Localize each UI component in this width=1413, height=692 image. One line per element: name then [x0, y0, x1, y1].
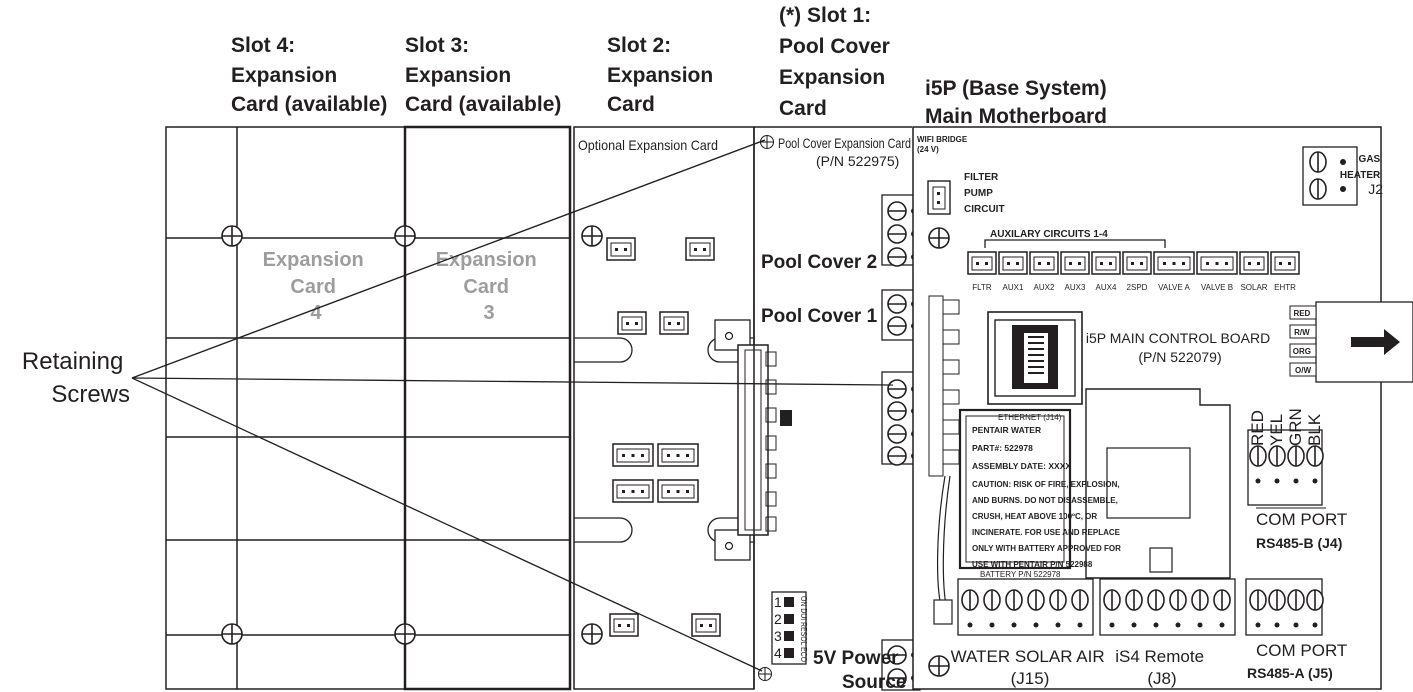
ethernet-label: ETHERNET (J14) — [998, 413, 1062, 422]
wire-yel-label: YEL — [1267, 414, 1286, 446]
aux-connector-label: AUX2 — [1034, 283, 1055, 292]
com-port-a-label: COM PORT RS485-A (J5) — [1247, 641, 1352, 681]
slot4-header: Slot 4: Expansion Card (available) — [231, 34, 387, 116]
retaining-screw-icon — [759, 134, 775, 150]
base-system-header: i5P (Base System) Main Motherboard — [925, 77, 1113, 128]
aux-connector: EHTR — [1270, 251, 1300, 292]
connector-icon — [1091, 251, 1121, 275]
battery-warning-label: PENTAIR WATER PART#: 522978 ASSEMBLY DAT… — [972, 425, 1123, 569]
wire-color-labels: RED R/W ORG O/W — [1293, 309, 1313, 375]
optional-card-label: Optional Expansion Card — [578, 137, 718, 153]
connector-icon — [967, 251, 997, 275]
slots-4-3-panel — [165, 125, 572, 691]
retaining-screw-icon — [581, 623, 603, 645]
dip-switch-side-label: ON DUI RESOL ECO — [799, 596, 808, 662]
aux-connector-label: SOLAR — [1240, 283, 1267, 292]
pool-cover-2-label: Pool Cover 2 — [761, 252, 877, 273]
slot2-optional-card — [573, 126, 792, 690]
connector-icon — [1153, 251, 1195, 275]
connector-icon — [685, 237, 715, 261]
water-solar-air-label: WATER SOLAR AIR (J15) — [951, 647, 1110, 688]
connector-icon — [998, 251, 1028, 275]
slot1-header: (*) Slot 1: Pool Cover Expansion Card — [779, 4, 896, 120]
wifi-bridge-label: WIFI BRIDGE (24 V) — [917, 135, 969, 154]
connector-icon — [617, 311, 647, 335]
aux-circuits-title: AUXILARY CIRCUITS 1-4 — [990, 229, 1108, 240]
wire-blk-label: BLK — [1305, 413, 1324, 446]
aux-connector: VALVE A — [1153, 251, 1195, 292]
aux-connector-label: AUX4 — [1096, 283, 1117, 292]
power-source-label: 5V Power Source — [813, 648, 906, 692]
connector-icon — [1060, 251, 1090, 275]
slot2-header: Slot 2: Expansion Card — [607, 34, 719, 116]
wire-grn-label: GRN — [1286, 408, 1305, 446]
connector-icon — [1196, 251, 1238, 275]
aux-connector-row: FLTR AUX1 AUX2 AUX3 AUX4 2SPD VALVE A VALVE B SO… — [967, 251, 1300, 292]
main-motherboard — [912, 126, 1413, 690]
aux-connector-label: FLTR — [972, 283, 992, 292]
connector-icon — [659, 311, 689, 335]
dip-switch — [771, 591, 807, 665]
aux-connector: AUX4 — [1091, 251, 1121, 292]
retaining-screws-callout-lines — [131, 139, 894, 672]
aux-connector: VALVE B — [1196, 251, 1238, 292]
arrow-right-icon — [1351, 329, 1400, 355]
retaining-screw-icon — [757, 666, 773, 682]
connector-icon — [1029, 251, 1059, 275]
connector-icon — [609, 613, 639, 637]
aux-connector-label: VALVE B — [1201, 283, 1233, 292]
retaining-screw-icon — [394, 225, 416, 247]
pool-cover-card-label: Pool Cover Expansion Card (P/N 522975) — [778, 135, 915, 169]
dip-switch-numbers: 1 2 3 4 — [774, 594, 786, 661]
gas-heater-label: GAS HEATER J2 — [1340, 154, 1383, 197]
connector-icon — [657, 443, 699, 467]
retaining-screw-icon — [221, 623, 243, 645]
retaining-screw-icon — [581, 225, 603, 247]
aux-connector: AUX1 — [998, 251, 1028, 292]
main-board-label: i5P MAIN CONTROL BOARD (P/N 522079) — [1086, 330, 1274, 365]
aux-connector-label: 2SPD — [1127, 283, 1148, 292]
connector-icon — [1270, 251, 1300, 275]
aux-connector: SOLAR — [1239, 251, 1269, 292]
aux-connector-label: AUX1 — [1003, 283, 1024, 292]
slot3-header: Slot 3: Expansion Card (available) — [405, 34, 561, 116]
filter-pump-label: FILTER PUMP CIRCUIT — [964, 172, 1005, 215]
connector-icon — [691, 613, 721, 637]
connector-icon — [612, 443, 654, 467]
expansion-card-4-label: Expansion Card 4 — [263, 249, 370, 324]
retaining-screws-label: Retaining Screws — [22, 348, 130, 408]
aux-connector-label: VALVE A — [1158, 283, 1190, 292]
connector-icon — [606, 237, 636, 261]
expansion-card-3-label: Expansion Card 3 — [436, 249, 543, 324]
is4-remote-label: iS4 Remote (J8) — [1115, 647, 1209, 688]
aux-connector: AUX3 — [1060, 251, 1090, 292]
aux-connector: AUX2 — [1029, 251, 1059, 292]
retaining-screw-icon — [928, 227, 950, 249]
aux-connector: 2SPD — [1122, 251, 1152, 292]
retaining-screw-icon — [221, 225, 243, 247]
battery-pn-label: BATTERY P/N 522978 — [980, 570, 1061, 579]
aux-connector-label: AUX3 — [1065, 283, 1086, 292]
aux-connector: FLTR — [967, 251, 997, 292]
connector-icon — [1122, 251, 1152, 275]
connector-icon — [612, 479, 654, 503]
retaining-screw-icon — [928, 655, 950, 677]
retaining-screw-icon — [394, 623, 416, 645]
connector-icon — [657, 479, 699, 503]
com-port-b-label: COM PORT RS485-B (J4) — [1256, 510, 1352, 551]
connector-icon — [1239, 251, 1269, 275]
aux-connector-label: EHTR — [1274, 283, 1296, 292]
pool-cover-1-label: Pool Cover 1 — [761, 306, 878, 327]
wire-red-label: RED — [1248, 410, 1267, 446]
